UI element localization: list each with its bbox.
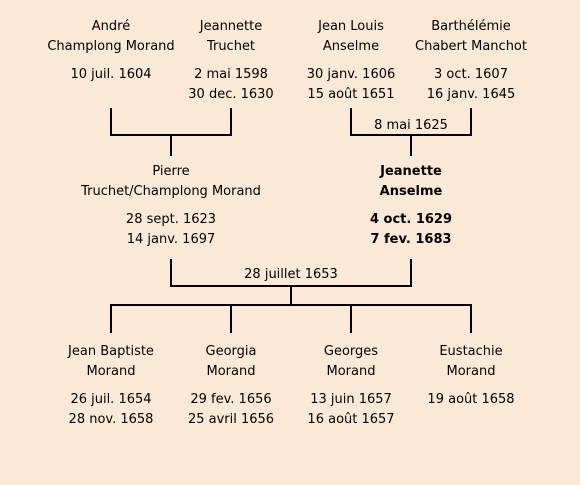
person-name-line2: Truchet/Champlong Morand bbox=[81, 184, 261, 199]
birth-date: 30 janv. 1606 bbox=[306, 67, 396, 82]
death-date: 25 avril 1656 bbox=[187, 412, 275, 427]
person-dates: 4 oct. 1629 7 fev. 1683 bbox=[331, 210, 491, 250]
person-name-line1: André bbox=[91, 19, 131, 34]
person-dates: 28 sept. 1623 14 janv. 1697 bbox=[71, 210, 271, 250]
person-dates: 29 fev. 1656 25 avril 1656 bbox=[166, 390, 296, 430]
death-date: 16 août 1657 bbox=[307, 412, 395, 427]
birth-date: 10 juil. 1604 bbox=[70, 67, 152, 82]
person-name-line2: Champlong Morand bbox=[47, 39, 175, 54]
birth-date: 2 mai 1598 bbox=[194, 67, 268, 82]
death-date: 16 janv. 1645 bbox=[426, 87, 516, 102]
person-andre: André Champlong Morand 10 juil. 1604 bbox=[41, 17, 181, 85]
person-name-line2: Morand bbox=[206, 364, 256, 379]
person-georges: Georges Morand 13 juin 1657 16 août 1657 bbox=[286, 342, 416, 430]
person-dates: 3 oct. 1607 16 janv. 1645 bbox=[401, 65, 541, 105]
birth-date: 26 juil. 1654 bbox=[70, 392, 152, 407]
person-eustachie: Eustachie Morand 19 août 1658 bbox=[406, 342, 536, 410]
person-jeanette-anselme: Jeanette Anselme 4 oct. 1629 7 fev. 1683 bbox=[331, 162, 491, 250]
person-name-line1: Pierre bbox=[152, 164, 190, 179]
person-georgia: Georgia Morand 29 fev. 1656 25 avril 165… bbox=[166, 342, 296, 430]
person-dates: 13 juin 1657 16 août 1657 bbox=[286, 390, 416, 430]
person-dates: 30 janv. 1606 15 août 1651 bbox=[281, 65, 421, 105]
person-dates: 10 juil. 1604 bbox=[41, 65, 181, 85]
person-name-line2: Chabert Manchot bbox=[415, 39, 527, 54]
birth-date: 13 juin 1657 bbox=[310, 392, 392, 407]
person-name-line2: Morand bbox=[326, 364, 376, 379]
person-name-line2: Morand bbox=[86, 364, 136, 379]
person-name-line2: Truchet bbox=[206, 39, 256, 54]
birth-date: 4 oct. 1629 bbox=[369, 212, 453, 227]
birth-date: 19 août 1658 bbox=[427, 392, 515, 407]
death-date: 7 fev. 1683 bbox=[370, 232, 452, 247]
person-dates: 26 juil. 1654 28 nov. 1658 bbox=[46, 390, 176, 430]
marriage-date-center: 28 juillet 1653 bbox=[244, 267, 338, 282]
person-barthelemie: Barthélémie Chabert Manchot 3 oct. 1607 … bbox=[401, 17, 541, 105]
person-jean-louis: Jean Louis Anselme 30 janv. 1606 15 août… bbox=[281, 17, 421, 105]
person-name-line1: Jean Baptiste bbox=[68, 344, 154, 359]
person-name-line2: Morand bbox=[446, 364, 496, 379]
person-jeannette: Jeannette Truchet 2 mai 1598 30 dec. 163… bbox=[161, 17, 301, 105]
birth-date: 28 sept. 1623 bbox=[125, 212, 217, 227]
death-date: 15 août 1651 bbox=[307, 87, 395, 102]
person-name-line1: Jeanette bbox=[380, 164, 442, 179]
birth-date: 3 oct. 1607 bbox=[434, 67, 508, 82]
person-name-line1: Georgia bbox=[205, 344, 257, 359]
death-date: 14 janv. 1697 bbox=[126, 232, 216, 247]
person-pierre: Pierre Truchet/Champlong Morand 28 sept.… bbox=[71, 162, 271, 250]
birth-date: 29 fev. 1656 bbox=[190, 392, 272, 407]
connector-children-bar bbox=[110, 304, 472, 333]
person-name-line1: Jeannette bbox=[199, 19, 263, 34]
person-dates: 19 août 1658 bbox=[406, 390, 536, 410]
person-name-line1: Georges bbox=[323, 344, 379, 359]
person-name-line1: Eustachie bbox=[439, 344, 503, 359]
person-name-line2: Anselme bbox=[379, 184, 443, 199]
person-dates: 2 mai 1598 30 dec. 1630 bbox=[161, 65, 301, 105]
person-name-line1: Barthélémie bbox=[431, 19, 511, 34]
person-name-line1: Jean Louis bbox=[318, 19, 384, 34]
death-date: 30 dec. 1630 bbox=[188, 87, 274, 102]
death-date: 28 nov. 1658 bbox=[68, 412, 154, 427]
person-jean-baptiste: Jean Baptiste Morand 26 juil. 1654 28 no… bbox=[46, 342, 176, 430]
connector-left-couple bbox=[110, 108, 232, 136]
marriage-date-right: 8 mai 1625 bbox=[374, 118, 448, 133]
person-name-line2: Anselme bbox=[322, 39, 380, 54]
